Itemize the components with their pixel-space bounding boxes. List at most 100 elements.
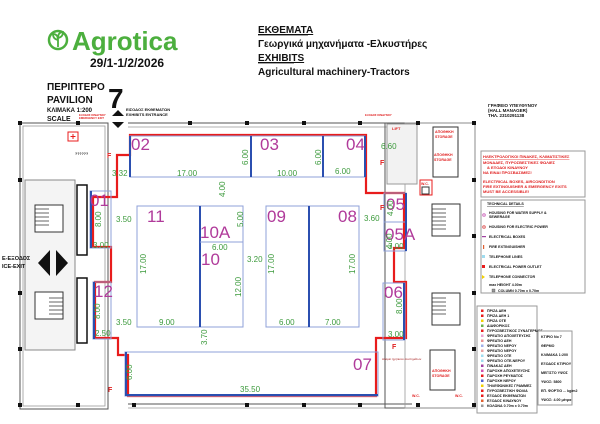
dim-label: 4.00 [385,233,394,249]
hall-manager-en: (HALL MANAGER) [488,108,528,113]
legend-swatch-icon [481,374,484,377]
booth-08[interactable]: 08 [338,207,357,226]
dim-label: 6.00 [212,243,228,252]
booth-03[interactable]: 03 [260,135,279,154]
water-housing-icon [482,213,486,217]
notice-line: MUST BE ACCESSIBLE! [483,189,529,194]
booth-09[interactable]: 09 [267,207,286,226]
booth-12[interactable]: 12 [94,282,113,301]
dim-label: 2.50 [95,329,111,338]
dim-label: 7.00 [325,318,341,327]
building-info-line: ΚΤΙΡΙΟ Νο 7 [541,335,562,339]
legend-swatch-icon [481,369,484,372]
telephone-lines-icon [482,255,485,258]
sound-system-note: Αναμεί ηχητικών συστημάτων [382,357,422,361]
dim-label: 6.60 [381,142,397,151]
legend-label: ΠΥΡΟΣΒΕΣΤΙΚΟΣ ΣΥΝΑΓΕΡΜΟΣ [487,329,544,333]
booth-06[interactable]: 06 [384,283,403,302]
legend-swatch-icon [481,319,484,322]
exit-label-gr: Ε-ΕΞΟΔΟΣ [2,256,31,262]
legend-swatch-icon [481,339,484,342]
legend-label: ΦΡΕΑΤΙΟ ΟΤΕ [487,354,512,358]
building-info-line: ΕΠ. ΦΟΡΤΙΟ ... kg/m2 [541,389,578,393]
emergency-exit-label-en: EMERGENCY EXIT [79,116,104,120]
legend-label: ΦΡΕΑΤΙΟ ΝΕΡΟΥ [487,349,517,353]
storage-label-gr: ΑΠΟΘΗΚΗ [435,130,454,134]
dim-label: 4.00 [386,200,395,216]
hall-manager-gr: ΓΡΑΦΕΙΟ ΥΠΕΥΘΥΝΟΥ [488,103,537,108]
booth-02[interactable]: 02 [131,135,150,154]
storage-label-en-3: STORAGE [432,374,450,378]
booth-05a[interactable]: 05A [385,225,416,244]
building-info-line: ΥΨΟΣ: 4.00 μέτρα [541,398,572,402]
booth-01[interactable]: 01 [90,191,109,210]
dim-label: 3.00 [388,242,404,251]
wc-label-2: W.C. [412,394,420,398]
booth-04[interactable]: 04 [346,135,365,154]
dim-label: 8.00 [395,298,404,314]
notice-line: & ΕΞΟΔΟΙ ΚΙΝΔΥΝΟΥ [487,165,528,170]
dim-label: 12.00 [234,276,243,297]
dim-label: 3.00 [93,241,109,250]
entrance-gr: ΕΙΣΟΔΟΣ ΕΚΘΕΜΑΤΩΝ [126,107,170,112]
legend-label: ΠΑΡΟΧΗ ΡΕΥΜΑΤΟΣ [487,374,524,378]
fire-extinguisher-icon: F [380,160,385,167]
legend-swatch-icon [481,344,484,347]
column-icon [491,288,496,293]
exhibits-gr: ΕΚΘΕΜΑΤΑ [258,25,313,36]
booth-05[interactable]: 05 [386,195,405,214]
legend-label: ΦΡΕΑΤΙΟ ΔΕΗ [487,339,512,343]
building-info-line: ΜΕΓΙΣΤΟ ΥΨΟΣ [541,371,569,375]
legend-swatch-icon [481,314,484,317]
legend-swatch-icon [481,394,484,397]
legend-swatch-icon [481,329,484,332]
notice-line: ELECTRICAL BOXES, AIRCONDITION [483,179,555,184]
legend-swatch-icon [481,384,484,387]
legend-swatch-icon [481,359,484,362]
dim-label: 10.00 [277,169,298,178]
legend-label: ΠΡΙΖΑ ΔΕΗ [487,309,507,313]
legend-label: ΕΞΟΔΟΣ ΚΙΝΔΥΝΟΥ [487,399,522,403]
booth-11[interactable]: 11 [147,207,165,226]
notice-line: ΗΛΕΚΤΡΟΛΟΓΙΚΟΙ ΠΙΝΑΚΕΣ, ΚΛΙΜΑΤΙΣΤΙΚΕΣ [483,154,570,159]
pavilion-number: 7 [108,83,124,114]
booth-10a[interactable]: 10A [200,223,231,242]
legend-label: ΠΑΡΟΧΗ ΝΕΡΟΥ [487,379,516,383]
storage-label-gr-2: ΑΠΟΘΗΚΗ [434,153,453,157]
dim-label: 35.50 [240,385,261,394]
dim-label: 3.20 [247,255,263,264]
emergency-exit-label: ΕΞΟΔΟΣ ΚΙΝΔΥΝΟΥ [79,113,106,117]
entrance-en: EXHIBITS ENTRANCE [126,112,168,117]
dim-label: 3.50 [116,215,132,224]
category-en: Agricultural machinery-Tractors [258,67,410,78]
legend-swatch-icon [481,389,484,392]
electric-housing-icon [482,225,486,229]
exit-arrows-icon [38,250,68,276]
dim-label: 3.50 [116,318,132,327]
scale-gr: ΚΛΙΜΑΚΑ 1:200 [47,108,93,114]
legend-label: ΠΙΝΑΚΑΣ ΔΕΗ [487,364,512,368]
accessible-wc-icon [421,186,430,195]
legend-swatch-icon [481,334,484,337]
leaf-icon [47,29,69,51]
telephone-connector-icon [482,275,485,279]
dimensions: 3.32 17.00 6.00 10.00 6.00 6.00 6.60 4.0… [93,142,404,394]
legend-swatch-icon [481,404,484,407]
booths [89,135,407,397]
dim-label: 3.60 [364,214,380,223]
legend-swatch-icon [481,399,484,402]
booth-07[interactable]: 07 [353,355,372,374]
hall-manager-phone: ΤΗΛ. 2310291138 [488,113,525,118]
building-info-line: ΘΕΡΜΟ [541,344,555,348]
power-outlet-icon [482,265,485,268]
accessibility-notice: ΗΛΕΚΤΡΟΛΟΓΙΚΟΙ ΠΙΝΑΚΕΣ, ΚΛΙΜΑΤΙΣΤΙΚΕΣ ΜΟ… [480,150,586,198]
emergency-exit-label-2: ΕΞΟΔΟΣ ΚΙΝΔΥΝΟΥ [365,113,392,117]
legend-label: ELECTRICAL BOXES [489,235,526,239]
technical-title: TECHNICAL DETAILS [487,202,524,206]
dim-label: 5.00 [236,211,245,227]
booth-10[interactable]: 10 [201,250,220,269]
event-dates: 29/1-1/2/2026 [90,56,164,70]
column-label: COLUMN 0.70m x 0.70m [498,289,539,293]
